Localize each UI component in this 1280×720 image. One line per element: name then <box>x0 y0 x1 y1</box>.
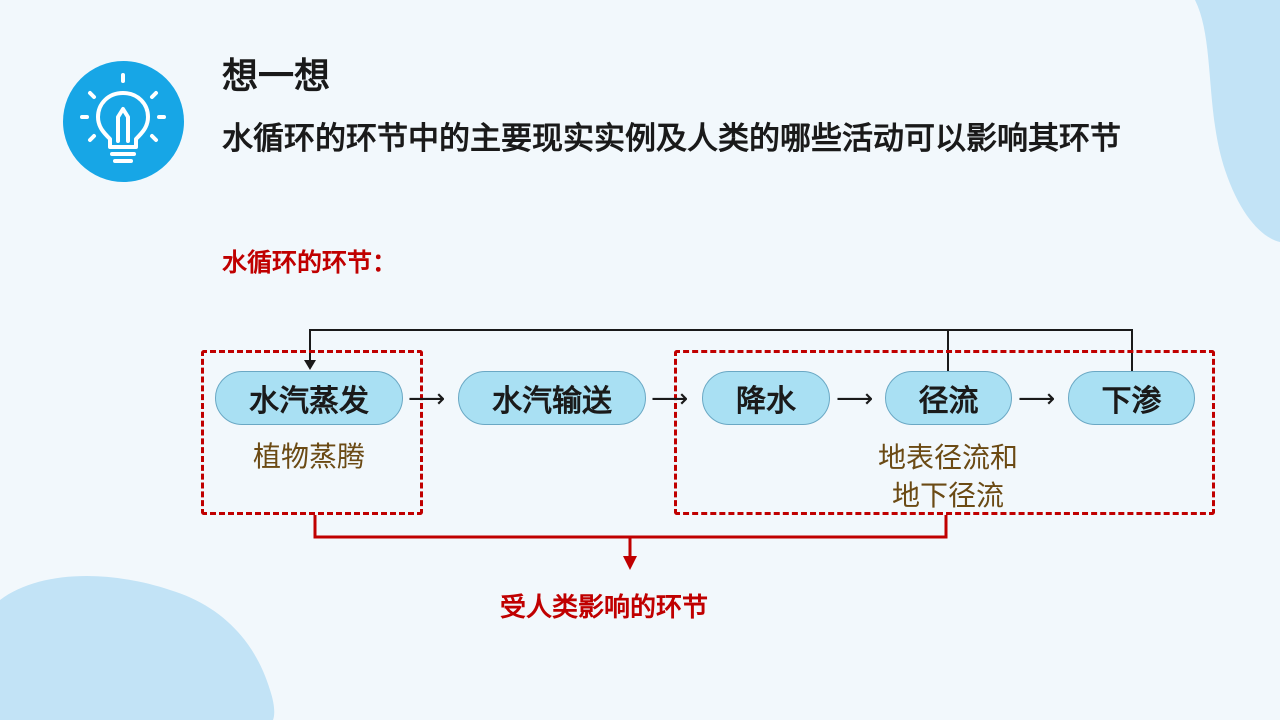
arrow-runoff-to-infiltration: ⟶ <box>1018 384 1056 414</box>
arrow-precipitation-to-runoff: ⟶ <box>836 384 874 414</box>
human-affected-group-left <box>201 350 423 515</box>
page-title: 想一想 <box>222 56 331 97</box>
node-evaporation: 水汽蒸发 <box>215 371 403 425</box>
note-runoff-line1: 地表径流和 <box>877 441 1018 474</box>
arrow-transport-to-precipitation: ⟶ <box>651 384 689 414</box>
note-transpiration: 植物蒸腾 <box>252 440 365 473</box>
node-vapor-transport: 水汽输送 <box>458 371 646 425</box>
section-label: 水循环的环节： <box>222 248 398 277</box>
note-runoff-line2: 地下径流 <box>891 479 1004 512</box>
human-affected-group-right <box>674 350 1215 515</box>
node-precipitation: 降水 <box>702 371 830 425</box>
result-label: 受人类影响的环节 <box>500 593 709 623</box>
node-runoff: 径流 <box>885 371 1012 425</box>
question-text: 水循环的环节中的主要现实实例及人类的哪些活动可以影响其环节 <box>222 121 1121 157</box>
arrow-evaporation-to-transport: ⟶ <box>408 384 446 414</box>
node-infiltration: 下渗 <box>1068 371 1195 425</box>
lightbulb-pencil-icon <box>63 61 184 182</box>
